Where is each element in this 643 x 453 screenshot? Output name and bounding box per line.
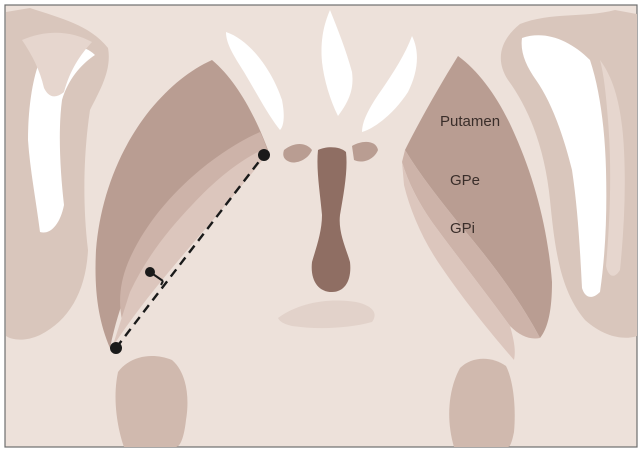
trajectory-target-point [110, 342, 122, 354]
label-gpe: GPe [450, 172, 480, 189]
right-temporal-lobe [449, 359, 515, 447]
left-temporal-lobe [116, 356, 188, 447]
trajectory-entry-point [258, 149, 270, 161]
offset-marker-point [145, 267, 155, 277]
label-putamen: Putamen [440, 113, 500, 130]
label-gpi: GPi [450, 220, 475, 237]
